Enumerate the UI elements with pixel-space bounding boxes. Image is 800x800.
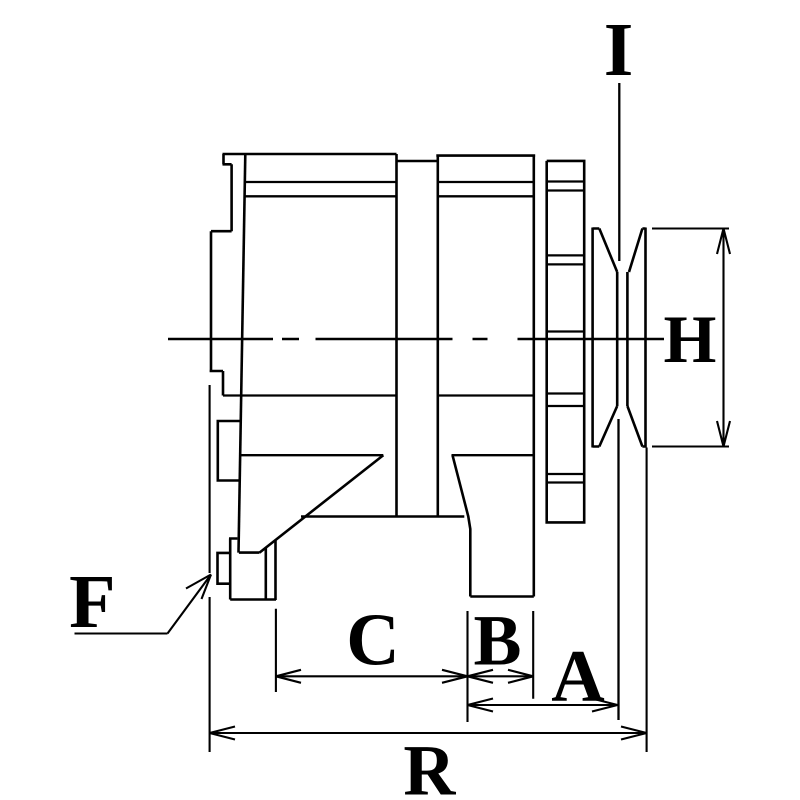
svg-text:B: B [473, 601, 521, 681]
svg-text:A: A [551, 636, 604, 718]
svg-text:R: R [403, 731, 456, 800]
svg-text:H: H [664, 301, 717, 377]
svg-text:F: F [69, 560, 115, 644]
svg-text:C: C [346, 600, 399, 682]
svg-text:I: I [604, 8, 634, 92]
